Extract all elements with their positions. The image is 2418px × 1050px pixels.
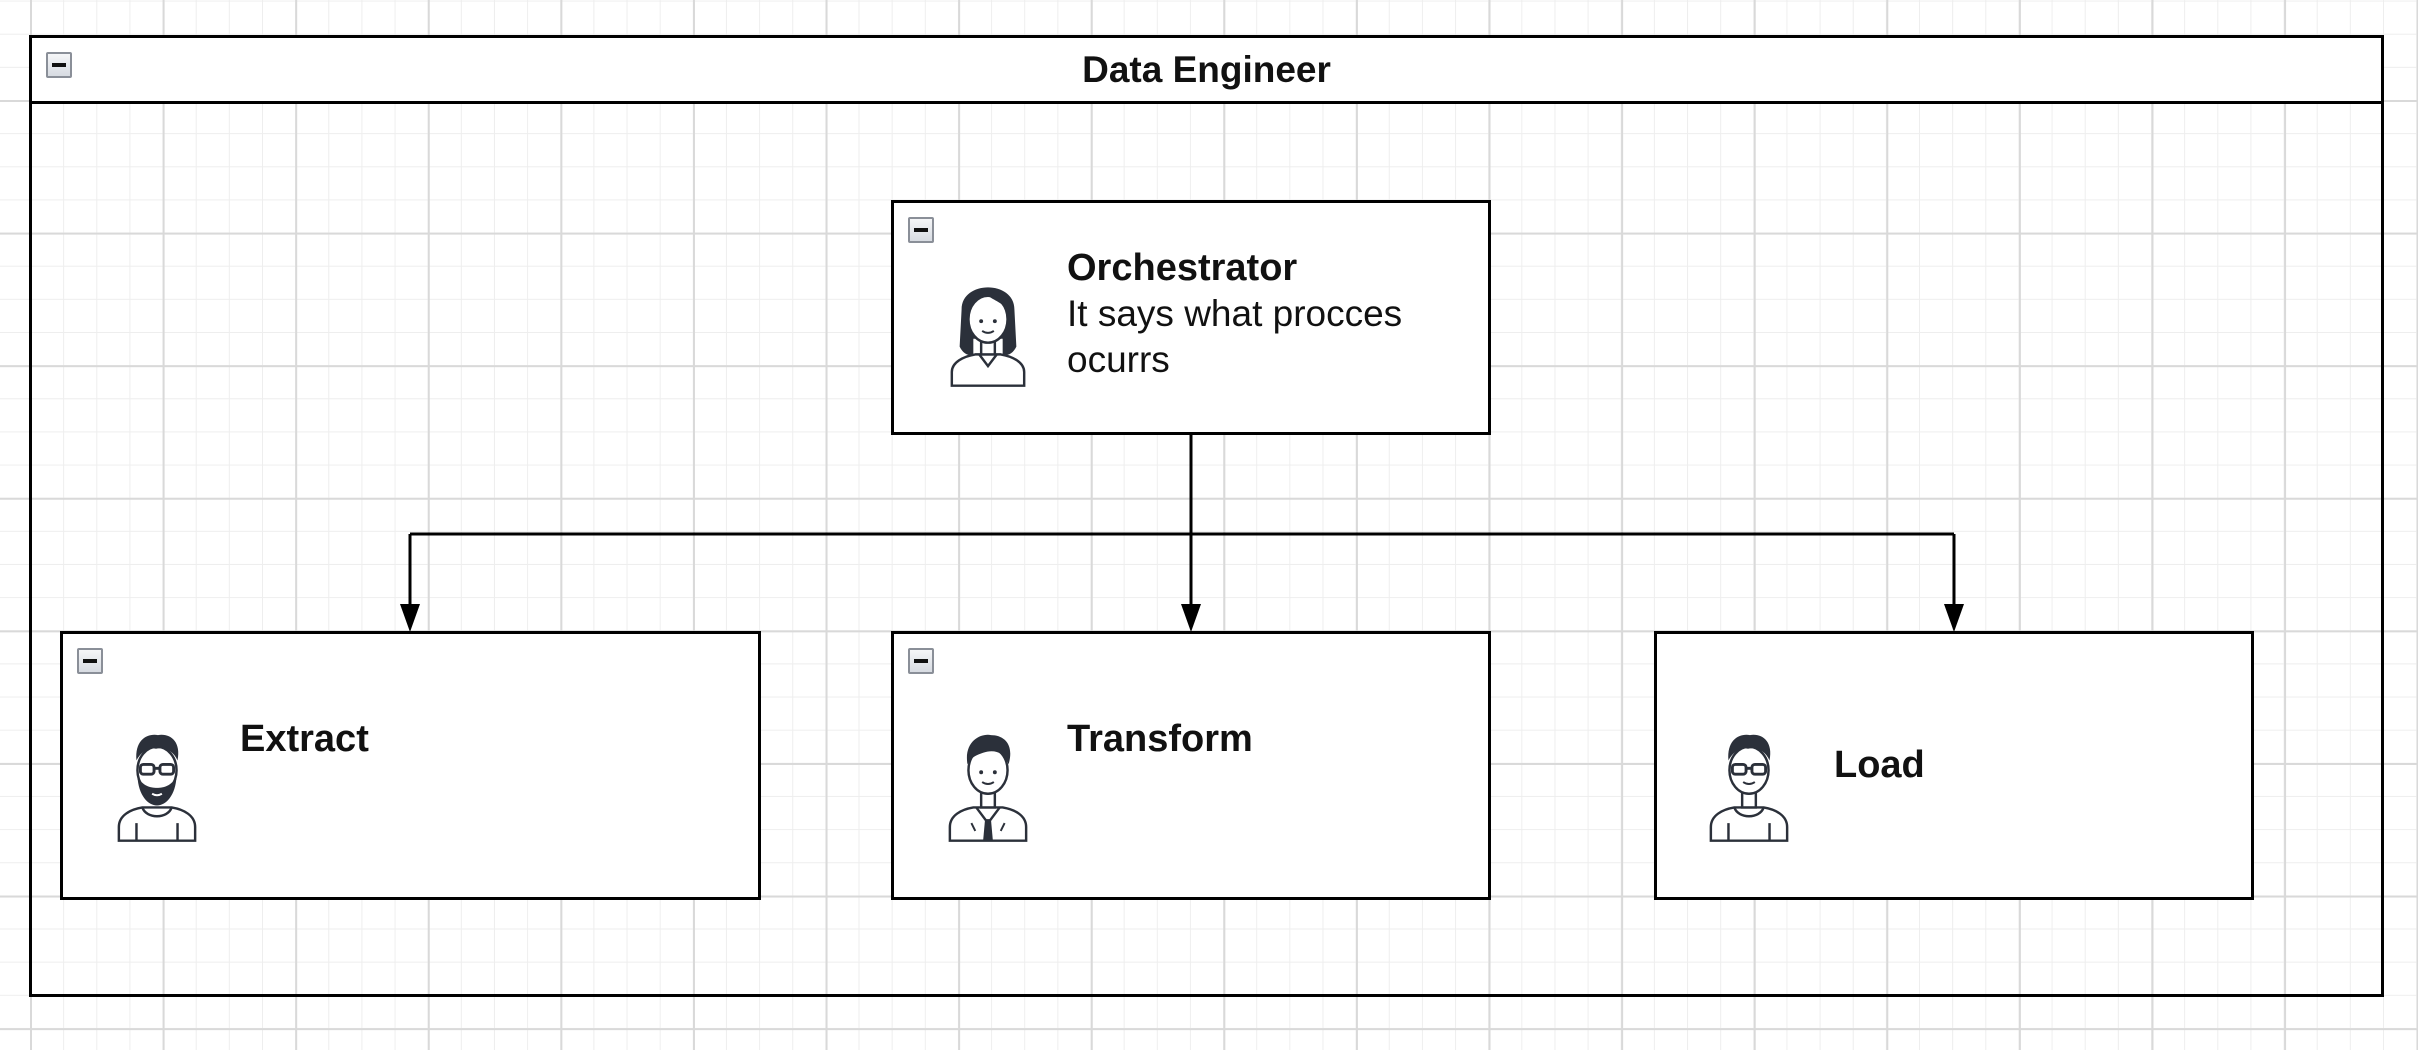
container-title: Data Engineer [1082, 49, 1331, 90]
load-title: Load [1834, 744, 1925, 786]
collapse-minus-icon[interactable] [908, 217, 934, 243]
collapse-minus-icon[interactable] [908, 648, 934, 674]
collapse-minus-icon[interactable] [77, 648, 103, 674]
container-header: Data Engineer [32, 38, 2381, 104]
collapse-minus-icon[interactable] [46, 52, 72, 78]
bearded-man-glasses-avatar-icon [117, 734, 197, 842]
orchestrator-node[interactable]: Orchestrator It says what procces ocurrs [891, 200, 1491, 435]
orchestrator-description: It says what procces ocurrs [1067, 293, 1403, 380]
extract-title: Extract [240, 718, 369, 760]
extract-node[interactable]: Extract [60, 631, 761, 900]
man-tie-avatar-icon [948, 734, 1028, 842]
transform-node[interactable]: Transform [891, 631, 1491, 900]
load-node[interactable]: Load [1654, 631, 2254, 900]
man-glasses-avatar-icon [1709, 734, 1789, 842]
transform-title: Transform [1067, 718, 1253, 760]
data-engineer-container[interactable]: Data Engineer [29, 35, 2384, 997]
orchestrator-title: Orchestrator [1067, 247, 1298, 289]
woman-avatar-icon [950, 287, 1026, 387]
